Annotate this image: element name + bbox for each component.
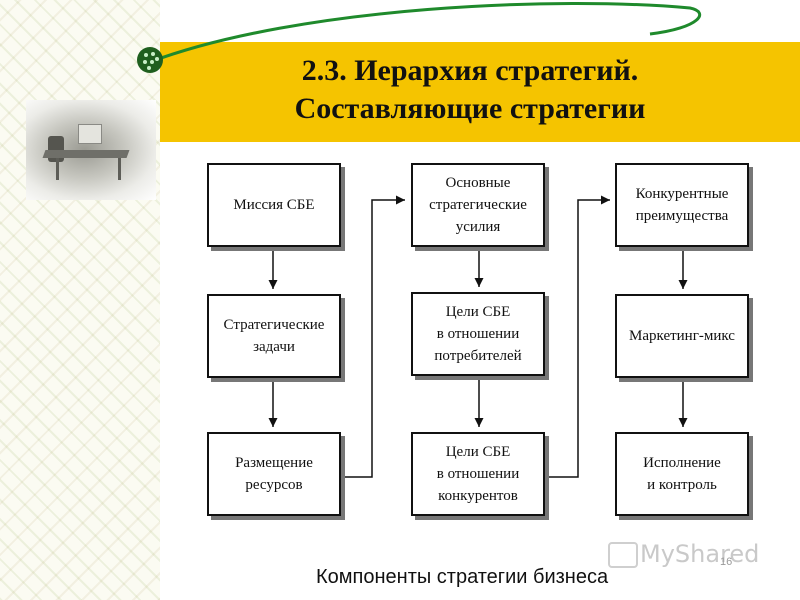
box-main-efforts: Основные стратегические усилия [411,163,545,247]
box-line: Цели СБЕ [445,304,511,320]
box-resource-allocation: Размещение ресурсов [207,432,341,516]
office-photo [26,100,156,200]
box-competitive-advantages: Конкурентные преимущества [615,163,749,247]
connector-c1-c2 [340,195,405,478]
box-goals-competitors: Цели СБЕ в отношении конкурентов [411,432,545,516]
title-band [160,42,800,142]
box-label: Исполнение и контроль [643,452,721,496]
page-title: 2.3. Иерархия стратегий. Составляющие ст… [180,52,760,128]
box-label: Цели СБЕ в отношении потребителей [434,301,521,367]
box-mission: Миссия СБЕ [207,163,341,247]
box-line: усилия [455,219,501,235]
desk-leg [56,158,59,180]
box-line: конкурентов [438,488,518,504]
box-line: Цели СБЕ [445,444,511,460]
box-line: в отношении [436,326,520,342]
box-label: Маркетинг-микс [629,328,735,344]
watermark-text: MyShared [640,540,760,568]
monitor-shape [78,124,102,144]
box-line: Основные [445,175,511,191]
box-line: потребителей [434,348,522,364]
box-line: ресурсов [245,477,303,493]
planet-ball [137,47,163,73]
box-execution-control: Исполнение и контроль [615,432,749,516]
box-line: Конкурентные [635,186,729,202]
desk-leg [118,158,121,180]
page-number: 16 [720,556,733,568]
box-line: преимущества [635,208,729,224]
box-line: и контроль [647,477,717,493]
box-line: Стратегические [223,317,325,333]
title-line-1: 2.3. Иерархия стратегий. [301,54,639,87]
box-label: Размещение ресурсов [235,452,313,496]
box-line: Исполнение [643,455,721,471]
box-label: Конкурентные преимущества [636,183,729,227]
title-line-2: Составляющие стратегии [294,92,646,125]
box-marketing-mix: Маркетинг-микс [615,294,749,378]
box-label: Цели СБЕ в отношении конкурентов [437,441,520,507]
box-line: Размещение [235,455,313,471]
slide-caption: Компоненты стратегии бизнеса [316,566,609,588]
box-line: стратегические [429,197,527,213]
connector-c2-c3 [545,195,610,478]
box-strategic-tasks: Стратегические задачи [207,294,341,378]
box-line: в отношении [436,466,520,482]
orbit-line [149,2,702,64]
box-goals-customers: Цели СБЕ в отношении потребителей [411,292,545,376]
watermark-icon [608,542,638,568]
box-label: Миссия СБЕ [233,197,315,213]
box-label: Основные стратегические усилия [429,172,527,238]
box-line: задачи [253,339,295,355]
box-label: Стратегические задачи [224,314,325,358]
